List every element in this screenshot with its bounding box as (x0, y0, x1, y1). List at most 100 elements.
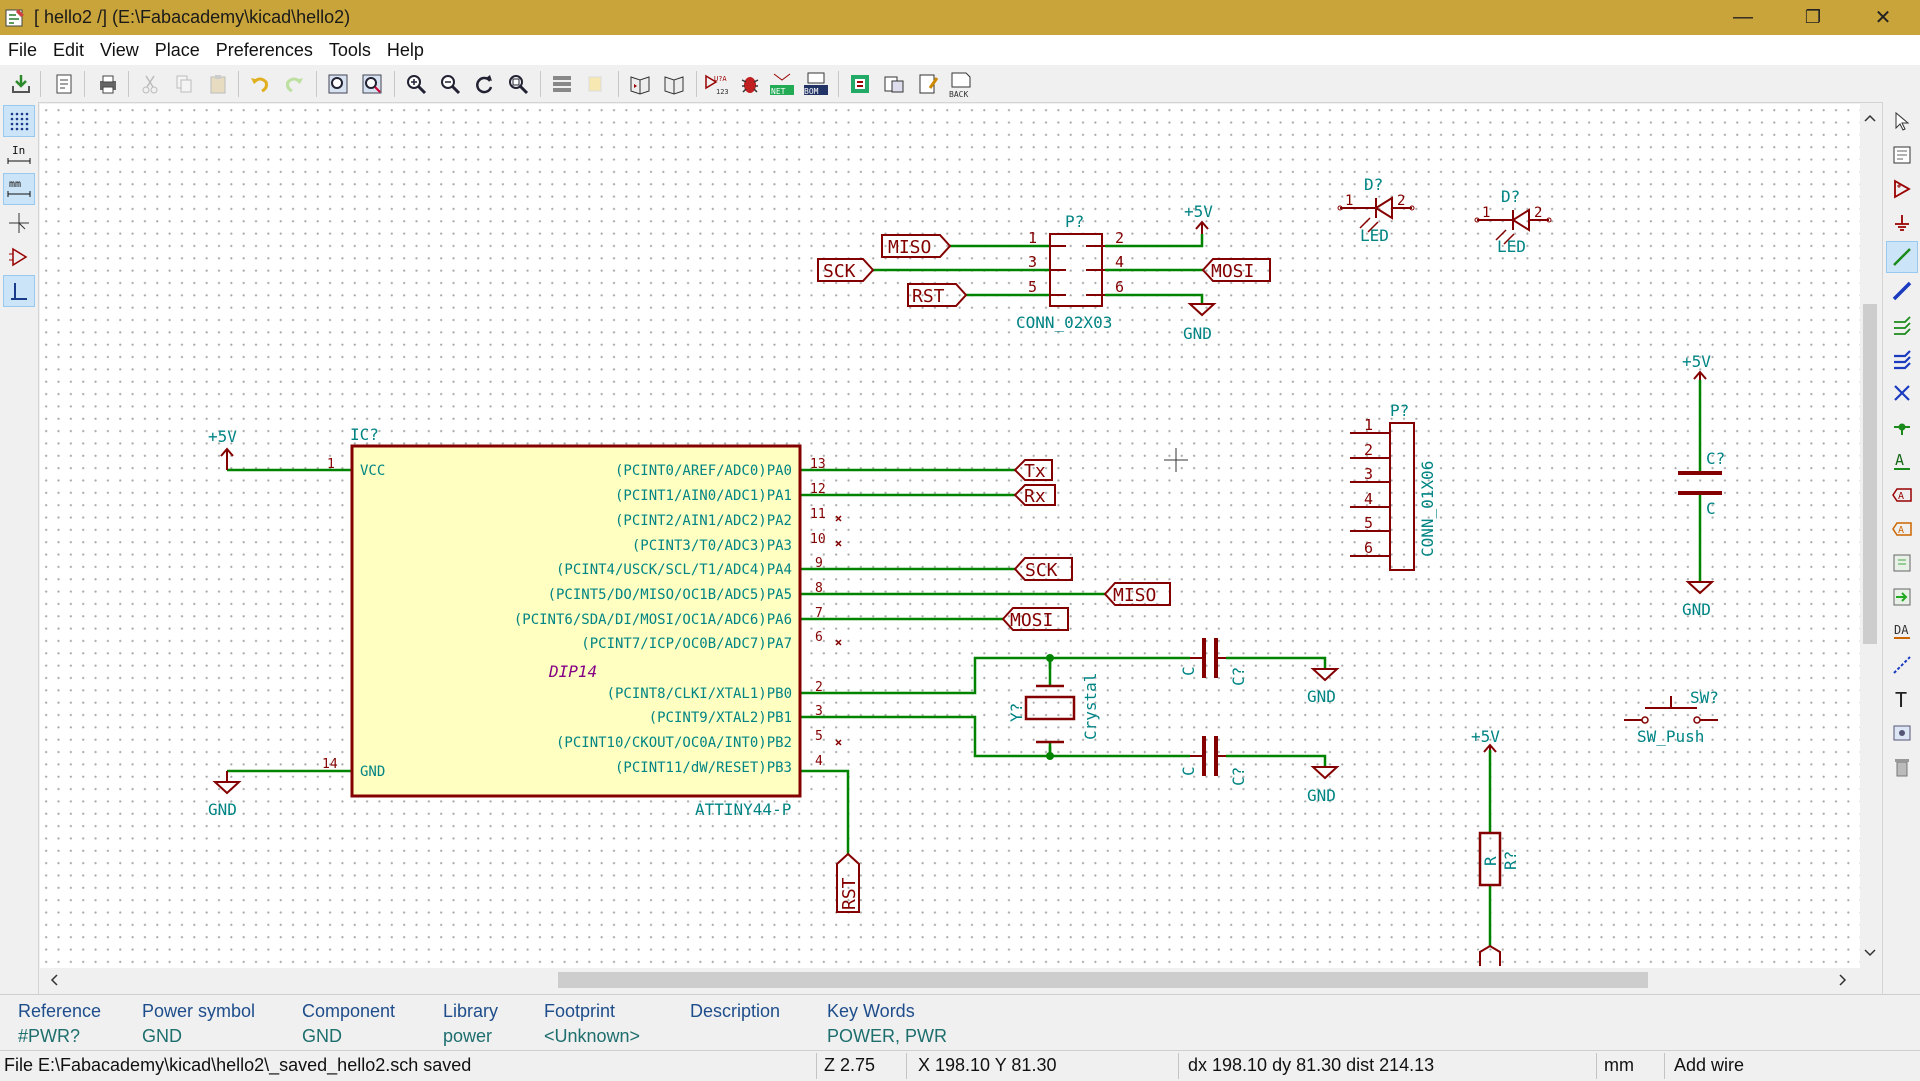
assign-footprints-icon[interactable] (846, 70, 874, 98)
schematic-canvas[interactable]: IC? ATTINY44-P DIP14 VCC GND 1 14 (PCINT… (40, 104, 1860, 968)
hierarchical-sheet-icon[interactable] (1887, 548, 1917, 578)
label-miso[interactable]: MISO (1103, 582, 1171, 606)
sheet-pin-icon[interactable]: DA (1887, 616, 1917, 646)
import-footprints-icon[interactable] (880, 70, 908, 98)
horizontal-scroll-thumb[interactable] (558, 972, 1648, 988)
vertical-scroll-thumb[interactable] (1863, 304, 1877, 644)
delete-tool-icon[interactable] (1887, 752, 1917, 782)
menu-tools[interactable]: Tools (328, 39, 371, 60)
undo-icon[interactable] (246, 70, 274, 98)
place-wire-icon[interactable] (1886, 241, 1918, 273)
hierarchical-label-icon[interactable]: A (1887, 514, 1917, 544)
wire-bus-entry-icon[interactable] (1887, 310, 1917, 340)
place-bus-icon[interactable] (1887, 276, 1917, 306)
label-sck[interactable]: SCK (1013, 557, 1073, 581)
bus-bus-entry-icon[interactable] (1887, 344, 1917, 374)
led-1[interactable]: D? LED 1 2 (1337, 175, 1415, 245)
junction-icon[interactable] (1887, 412, 1917, 442)
zoom-out-icon[interactable] (436, 70, 464, 98)
capacitor-right[interactable]: C? C (1678, 449, 1725, 518)
cut-icon[interactable] (136, 70, 164, 98)
vertical-scrollbar[interactable] (1860, 104, 1880, 968)
redraw-icon[interactable] (470, 70, 498, 98)
label-miso-isp[interactable]: MISO (881, 234, 952, 258)
bus-definitions-icon[interactable] (914, 70, 942, 98)
place-image-icon[interactable] (1887, 718, 1917, 748)
zoom-fit-icon[interactable] (504, 70, 532, 98)
mm-units-icon[interactable]: mm (3, 173, 35, 205)
ic-body[interactable] (350, 444, 802, 798)
find-replace-icon[interactable] (358, 70, 386, 98)
page-settings-icon[interactable] (50, 70, 78, 98)
power-gnd-ic[interactable]: GND (208, 771, 242, 819)
push-switch[interactable]: SW? SW_Push (1624, 688, 1719, 746)
close-button[interactable]: ✕ (1874, 7, 1892, 29)
menu-file[interactable]: File (8, 39, 38, 60)
label-mosi[interactable]: MOSI (1001, 607, 1069, 631)
led-2[interactable]: D? LED 1 2 (1474, 187, 1552, 256)
label-mosi-isp[interactable]: MOSI (1201, 258, 1271, 282)
capacitor-bottom[interactable]: C C? (1179, 736, 1248, 786)
net-label-icon[interactable]: A (1887, 446, 1917, 476)
no-connect-flag-icon[interactable] (1887, 378, 1917, 408)
zoom-in-icon[interactable] (402, 70, 430, 98)
global-label-icon[interactable]: A (1887, 480, 1917, 510)
power-vcc-isp[interactable]: +5V (1184, 202, 1213, 234)
power-gnd-cap-top[interactable]: GND (1307, 668, 1340, 706)
scroll-right-icon[interactable] (1832, 970, 1852, 990)
label-rst-isp[interactable]: RST (907, 283, 968, 307)
grid-toggle-icon[interactable] (3, 105, 35, 137)
erc-icon[interactable] (736, 70, 764, 98)
save-icon[interactable] (7, 70, 35, 98)
capacitor-top[interactable]: C C? (1179, 638, 1248, 686)
label-rx[interactable]: Rx (1013, 484, 1056, 507)
menu-help[interactable]: Help (386, 39, 424, 60)
menu-preferences[interactable]: Preferences (215, 39, 313, 60)
hierarchy-navigator-icon[interactable] (548, 70, 576, 98)
library-editor-icon[interactable] (626, 70, 654, 98)
scroll-down-icon[interactable] (1860, 942, 1880, 962)
import-sheet-pin-icon[interactable] (1887, 582, 1917, 612)
back-annotate-icon[interactable]: BACK (946, 70, 974, 99)
netlist-icon[interactable]: NET (768, 70, 796, 98)
minimize-button[interactable]: — (1733, 6, 1753, 28)
isp-connector[interactable]: P? CONN_02X03 1 2 3 4 5 6 (1016, 212, 1124, 332)
power-vcc-cap-right[interactable]: +5V (1682, 352, 1711, 380)
graphic-line-icon[interactable] (1887, 650, 1917, 680)
label-sck-isp[interactable]: SCK (817, 258, 875, 282)
leave-sheet-icon[interactable] (582, 70, 610, 98)
power-vcc-resistor[interactable]: +5V (1471, 727, 1500, 753)
resistor[interactable]: R R? (1478, 831, 1520, 966)
hierarchy-navigate-icon[interactable] (1887, 140, 1917, 170)
redo-icon[interactable] (280, 70, 308, 98)
menu-place[interactable]: Place (154, 39, 200, 60)
find-icon[interactable] (324, 70, 352, 98)
scroll-left-icon[interactable] (44, 970, 64, 990)
label-tx[interactable]: Tx (1013, 459, 1053, 482)
select-arrow-icon[interactable] (1887, 106, 1917, 136)
power-gnd-cap-right[interactable]: GND (1682, 581, 1715, 619)
label-rst-ic[interactable]: RST (836, 852, 860, 913)
place-component-icon[interactable] (1887, 174, 1917, 204)
menu-edit[interactable]: Edit (53, 39, 85, 60)
power-gnd-cap-bottom[interactable]: GND (1307, 766, 1340, 805)
library-browser-icon[interactable] (660, 70, 688, 98)
power-gnd-isp[interactable]: GND (1183, 303, 1217, 343)
paste-icon[interactable] (204, 70, 232, 98)
cursor-shape-icon[interactable] (4, 208, 34, 238)
power-vcc-ic[interactable]: +5V (208, 427, 237, 470)
hidden-pins-icon[interactable] (4, 242, 34, 272)
text-tool-icon[interactable]: T (1887, 684, 1917, 714)
place-power-icon[interactable] (1887, 208, 1917, 238)
ftdi-connector[interactable]: P? CONN_01X06 1 2 3 4 5 6 (1350, 401, 1437, 571)
bom-icon[interactable]: BOM (802, 70, 830, 98)
orthogonal-wires-icon[interactable] (3, 275, 35, 307)
menu-view[interactable]: View (100, 39, 139, 60)
crystal[interactable]: Y? Crystal (1007, 658, 1100, 756)
maximize-button[interactable]: ❐ (1804, 7, 1822, 27)
inch-units-icon[interactable]: In (4, 140, 34, 170)
horizontal-scrollbar[interactable] (40, 968, 1880, 992)
print-icon[interactable] (94, 70, 122, 98)
scroll-up-icon[interactable] (1860, 108, 1880, 128)
